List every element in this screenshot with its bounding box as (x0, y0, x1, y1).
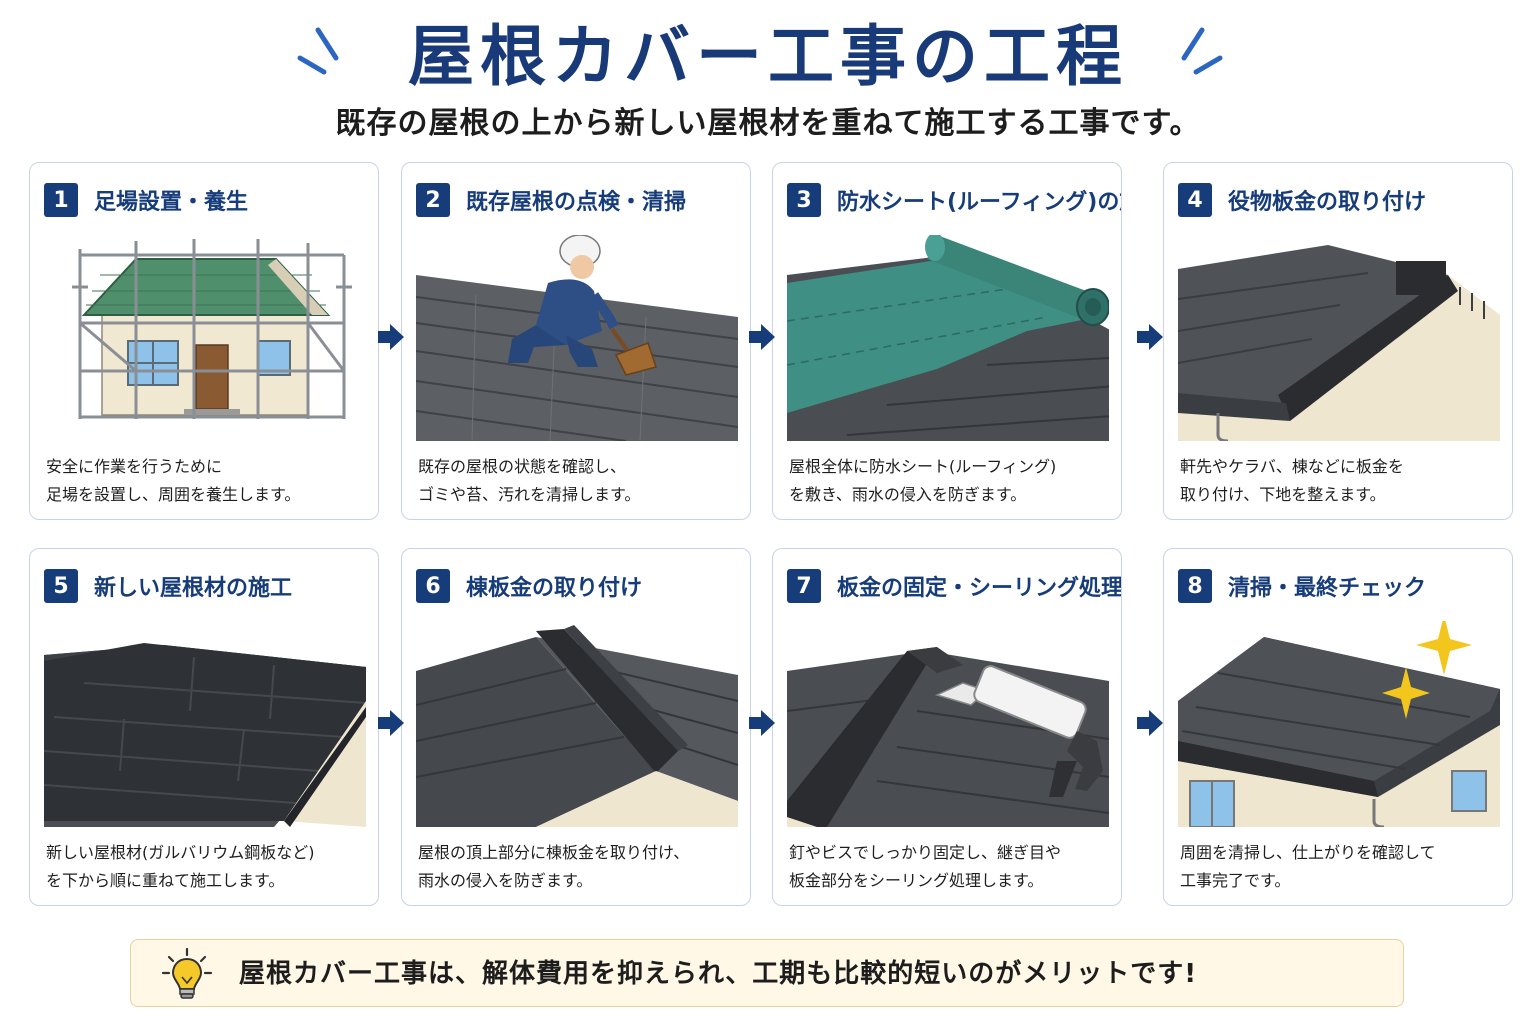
sparkle-icon (1382, 667, 1430, 719)
arrow-right-icon (378, 324, 404, 350)
step-card-1: 1 足場設置・養生 安全に作業を行うために 足場を設置し、周囲を養生します。 (29, 162, 379, 520)
page-title: 屋根カバー工事の工程 (408, 18, 1128, 95)
house-with-scaffolding-icon (72, 239, 352, 419)
merit-banner: 屋根カバー工事は、解体費用を抑えられ、工期も比較的短いのがメリットです! (130, 939, 1404, 1007)
step-number: 8 (1178, 569, 1212, 603)
merit-text: 屋根カバー工事は、解体費用を抑えられ、工期も比較的短いのがメリットです! (239, 959, 1198, 989)
step-title: 清掃・最終チェック (1228, 576, 1427, 601)
step-number: 7 (787, 569, 821, 603)
caulking-gun-icon (787, 647, 1109, 827)
accent-lines-right-icon (1181, 27, 1223, 75)
arrow-right-icon (378, 710, 404, 736)
step-description: 安全に作業を行うために 足場を設置し、周囲を養生します。 (46, 457, 301, 504)
step-title: 足場設置・養生 (94, 190, 249, 215)
lightbulb-icon (161, 947, 213, 999)
step-number: 6 (416, 569, 450, 603)
step-description: 周囲を清掃し、仕上がりを確認して 工事完了です。 (1180, 843, 1436, 890)
waterproof-sheet-roll-icon (787, 235, 1109, 441)
step-number: 1 (44, 183, 78, 217)
worker-sweeping-roof-icon (416, 235, 738, 441)
step-title: 新しい屋根材の施工 (94, 576, 293, 601)
trim-flashing-icon (1178, 245, 1500, 441)
new-roof-panels-icon (44, 643, 366, 827)
page-subtitle: 既存の屋根の上から新しい屋根材を重ねて施工する工事です。 (335, 106, 1201, 141)
step-title: 既存屋根の点検・清掃 (466, 190, 687, 215)
step-title: 板金の固定・シーリング処理 (837, 576, 1122, 601)
ridge-flashing-icon (416, 625, 738, 827)
step-title: 防水シート(ルーフィング)の施工 (837, 190, 1121, 215)
step-card-4: 4 役物板金の取り付け 軒先やケラバ、棟などに板金を 取り付け、下地を整えます。 (1163, 162, 1513, 520)
step-description: 釘やビスでしっかり固定し、継ぎ目や 板金部分をシーリング処理します。 (789, 843, 1062, 890)
step-card-5: 5 新しい屋根材の施工 新しい屋根材(ガルバリウム鋼板など) を下から順に重ねて… (29, 548, 379, 906)
step-card-8: 8 清掃・最終チェック 周囲を清掃し、仕上がりを確認して 工事完了です。 (1163, 548, 1513, 906)
arrow-right-icon (1137, 710, 1163, 736)
step-card-3: 3 防水シート(ルーフィング)の施工 屋根全体に防水シート(ルーフィング) を敷… (772, 162, 1122, 520)
arrow-right-icon (749, 324, 775, 350)
sparkle-icon (1416, 621, 1472, 675)
header: 屋根カバー工事の工程 既存の屋根の上から新しい屋根材を重ねて施工する工事です。 (0, 0, 1536, 150)
step-title: 役物板金の取り付け (1228, 190, 1427, 215)
step-number: 4 (1178, 183, 1212, 217)
step-description: 屋根の頂上部分に棟板金を取り付け、 雨水の侵入を防ぎます。 (418, 843, 690, 890)
accent-lines-left-icon (297, 27, 339, 75)
step-number: 2 (416, 183, 450, 217)
step-description: 新しい屋根材(ガルバリウム鋼板など) を下から順に重ねて施工します。 (46, 843, 315, 890)
step-card-6: 6 棟板金の取り付け 屋根の頂上部分に棟板金を取り付け、 雨水の侵入を防ぎます。 (401, 548, 751, 906)
finished-roof-sparkle-icon (1178, 621, 1500, 827)
step-number: 5 (44, 569, 78, 603)
step-description: 既存の屋根の状態を確認し、 ゴミや苔、汚れを清掃します。 (418, 457, 641, 504)
arrow-right-icon (1137, 324, 1163, 350)
step-description: 屋根全体に防水シート(ルーフィング) を敷き、雨水の侵入を防ぎます。 (789, 457, 1057, 504)
step-description: 軒先やケラバ、棟などに板金を 取り付け、下地を整えます。 (1180, 457, 1404, 504)
step-title: 棟板金の取り付け (466, 576, 643, 601)
step-number: 3 (787, 183, 821, 217)
arrow-right-icon (749, 710, 775, 736)
step-card-7: 7 板金の固定・シーリング処理 釘やビスでしっかり固定し、継ぎ目や 板金部分をシ… (772, 548, 1122, 906)
step-card-2: 2 既存屋根の点検・清掃 既存の屋根の状態を確認し、 ゴミや苔、汚れを清掃します… (401, 162, 751, 520)
